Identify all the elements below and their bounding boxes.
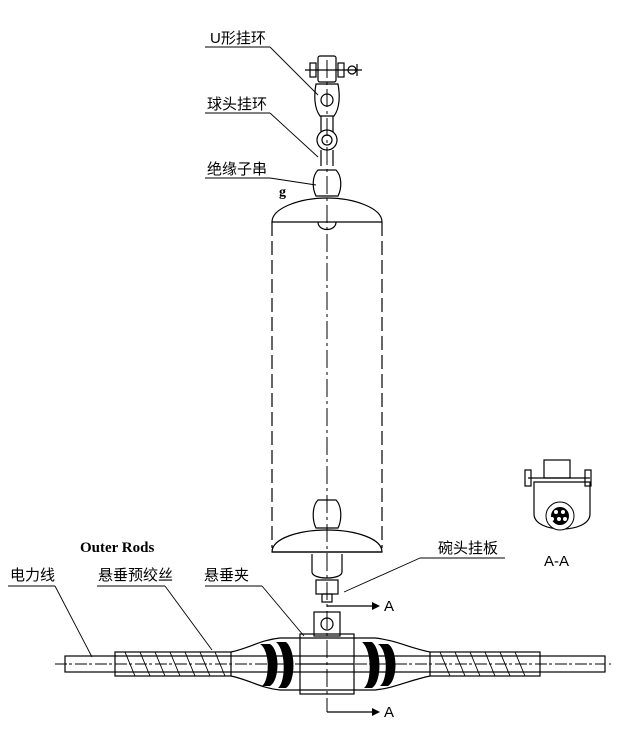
label-ball-eye: 球头挂环 (207, 96, 267, 113)
section-marker-bottom (327, 708, 380, 716)
section-view-aa (524, 459, 592, 531)
label-section-a-bottom: A (384, 704, 394, 721)
preformed-rods (114, 637, 541, 691)
label-outer-rods: Outer Rods (80, 540, 154, 556)
label-section-aa: A-A (544, 553, 569, 570)
top-insulator (271, 169, 383, 231)
label-u-shackle: U形挂环 (210, 30, 266, 47)
rod-hatching (124, 651, 526, 677)
suspension-clamp (299, 611, 355, 695)
label-suspension-clamp: 悬垂夹 (204, 567, 249, 584)
helical-rods-dark (260, 642, 396, 688)
ball-eye-link (314, 83, 340, 166)
section-marker-top (327, 602, 380, 610)
u-shackle (305, 55, 362, 83)
label-section-a-top: A (384, 598, 394, 615)
label-insulator-string: 绝缘子串 (207, 161, 267, 178)
label-g-mark: g (279, 185, 286, 200)
bottom-insulator (271, 499, 383, 553)
label-socket-clevis: 碗头挂板 (438, 539, 498, 557)
socket-clevis (311, 554, 343, 603)
label-power-line: 电力线 (10, 567, 55, 584)
leader-lines (8, 46, 505, 658)
label-suspension-preformed-rods: 悬垂预绞丝 (98, 567, 173, 584)
insulator-string-dashed (271, 222, 383, 548)
